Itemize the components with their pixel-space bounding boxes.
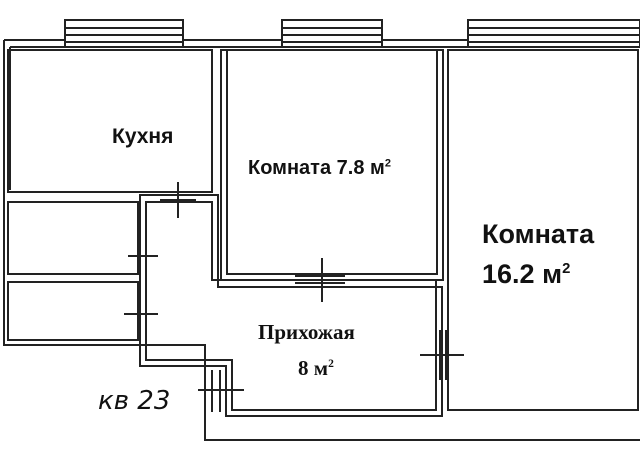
hallway-area-label: 8 м2 [298,358,334,379]
room-large-unit: м [542,259,563,289]
door-kitchen [160,182,196,218]
room-small-name: Комната [248,157,332,179]
room-small-unit-sup: 2 [384,157,391,170]
kitchen-name-label: Кухня [112,125,174,148]
room-large-area-label: 16.2 м2 [482,261,570,288]
hallway-area: 8 [298,356,309,380]
room-large-name-label: Комната [482,219,595,249]
room-small-unit: м [370,157,385,179]
apartment-number-label: кв 23 [98,386,171,416]
door-room-small [295,258,345,302]
door-closet-upper [128,242,158,268]
hallway-unit-sup: 2 [328,358,334,370]
room-large-area: 16.2 [482,259,535,289]
room-large-outline [447,49,639,411]
room-small-area: 7.8 [336,157,365,179]
window-room-large [467,19,640,48]
window-kitchen [64,19,184,48]
kitchen-outline [7,49,213,193]
closet-upper-outline [7,201,139,275]
hallway-name-label: Прихожая [258,320,355,344]
closet-lower-outline [7,281,139,341]
corridor-outline [145,201,437,411]
room-small-label: Комната 7.8 м2 [248,158,391,178]
door-entrance [198,370,244,412]
window-room-small [281,19,383,48]
hallway-unit: м [313,356,329,380]
room-large-unit-sup: 2 [562,261,571,277]
door-closet-lower [124,300,158,330]
door-room-large [420,330,464,380]
